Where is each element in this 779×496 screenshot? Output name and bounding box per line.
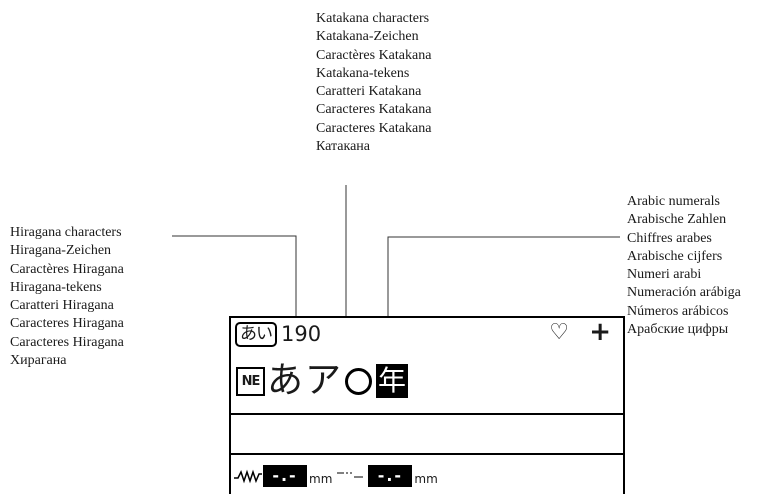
callout-line: Hiragana-Zeichen bbox=[10, 243, 112, 259]
hiragana-glyph: あ bbox=[267, 360, 304, 401]
callout-line: Numeración arábiga bbox=[627, 285, 741, 301]
callout-line: Caracteres Katakana bbox=[316, 120, 432, 136]
callout-line: Арабские цифры bbox=[627, 322, 729, 338]
plus-icon: + bbox=[589, 317, 611, 347]
callout-line: Numeri arabi bbox=[627, 267, 702, 283]
callout-line: Arabische Zahlen bbox=[627, 212, 727, 228]
character-mode-badge: あい bbox=[235, 322, 277, 347]
character-row: NE あ ア 年 bbox=[236, 360, 409, 402]
divider bbox=[231, 453, 623, 455]
callout-line: Chiffres arabes bbox=[627, 230, 712, 246]
callout-line: Caratteri Katakana bbox=[316, 84, 422, 100]
arabic-callout: Arabic numerals Arabische Zahlen Chiffre… bbox=[627, 193, 741, 339]
divider bbox=[231, 413, 623, 415]
callout-line: Катакана bbox=[316, 139, 371, 155]
ne-box-icon: NE bbox=[236, 366, 265, 396]
katakana-glyph: ア bbox=[305, 360, 342, 401]
callout-line: Caracteres Hiragana bbox=[10, 334, 124, 350]
callout-line: Caractères Katakana bbox=[316, 47, 432, 63]
callout-line: Хирагана bbox=[10, 353, 67, 369]
callout-line: Katakana-Zeichen bbox=[316, 29, 419, 45]
callout-line: Arabische cijfers bbox=[627, 248, 723, 264]
unit-label: mm bbox=[414, 471, 438, 486]
kanji-glyph: 年 bbox=[376, 364, 409, 398]
callout-line: Caracteres Hiragana bbox=[10, 316, 124, 332]
stitch-length-icon bbox=[337, 472, 364, 477]
callout-line: Caractères Hiragana bbox=[10, 261, 124, 277]
stitch-length-value: -.- bbox=[368, 464, 413, 487]
katakana-callout: Katakana characters Katakana-Zeichen Car… bbox=[316, 10, 431, 156]
hiragana-callout: Hiragana characters Hiragana-Zeichen Car… bbox=[10, 224, 124, 370]
heart-icon: ♡ bbox=[549, 320, 569, 345]
callout-line: Katakana-tekens bbox=[316, 65, 410, 81]
stitch-width-value: -.- bbox=[263, 464, 307, 487]
callout-line: Hiragana-tekens bbox=[10, 279, 102, 295]
stitch-width-icon bbox=[234, 469, 262, 483]
unit-label: mm bbox=[309, 471, 333, 486]
lcd-screen: あい 190 ♡ + NE あ ア 年 -.- mm -.- mm bbox=[229, 316, 625, 494]
callout-line: Arabic numerals bbox=[627, 194, 720, 209]
pattern-number: 190 bbox=[281, 322, 322, 346]
callout-line: Caracteres Katakana bbox=[316, 102, 432, 118]
callout-line: Katakana characters bbox=[316, 11, 430, 26]
callout-line: Hiragana characters bbox=[10, 225, 122, 240]
numeral-circle-icon bbox=[345, 367, 373, 395]
callout-line: Caratteri Hiragana bbox=[10, 298, 114, 314]
status-bar: -.- mm -.- mm bbox=[231, 455, 623, 496]
callout-line: Números arábicos bbox=[627, 303, 729, 319]
